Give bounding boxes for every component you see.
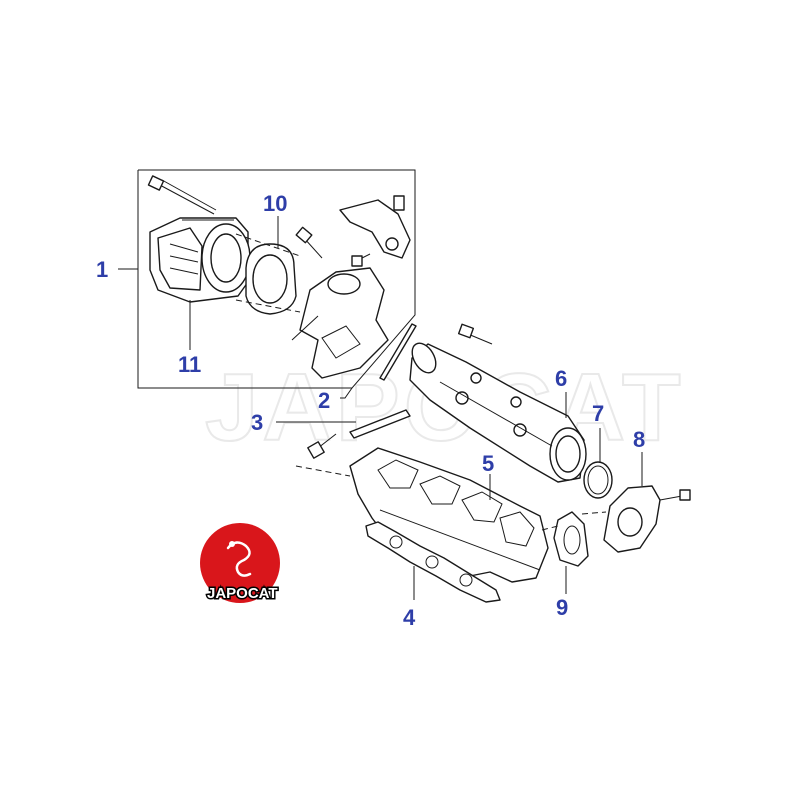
gasket-part-9 (553, 511, 589, 567)
leader-lines (118, 216, 643, 600)
callout-2: 2 (318, 388, 330, 413)
throttle-group-frame (137, 169, 416, 399)
gasket-part-4 (365, 521, 501, 603)
logo-text: JAPOCAT (207, 585, 278, 602)
adapter-housing (291, 195, 411, 379)
logo-cat-icon (226, 541, 252, 577)
brand-logo: JAPOCAT (200, 523, 280, 604)
intake-pipe-part-6 (409, 323, 587, 483)
callout-10: 10 (263, 191, 287, 216)
o-ring-part-7 (583, 461, 613, 499)
gasket-strip-part-3 (349, 323, 417, 439)
callout-4: 4 (403, 605, 416, 630)
throttle-body (147, 175, 251, 303)
flange-cover-part-8 (603, 485, 691, 553)
callout-3: 3 (251, 410, 263, 435)
callout-8: 8 (633, 427, 645, 452)
callout-7: 7 (592, 401, 604, 426)
callout-1: 1 (96, 257, 108, 282)
callout-9: 9 (556, 595, 568, 620)
callout-11: 11 (178, 352, 201, 377)
callout-6: 6 (555, 366, 567, 391)
callout-5: 5 (482, 451, 494, 476)
gasket-part-10 (235, 233, 301, 315)
